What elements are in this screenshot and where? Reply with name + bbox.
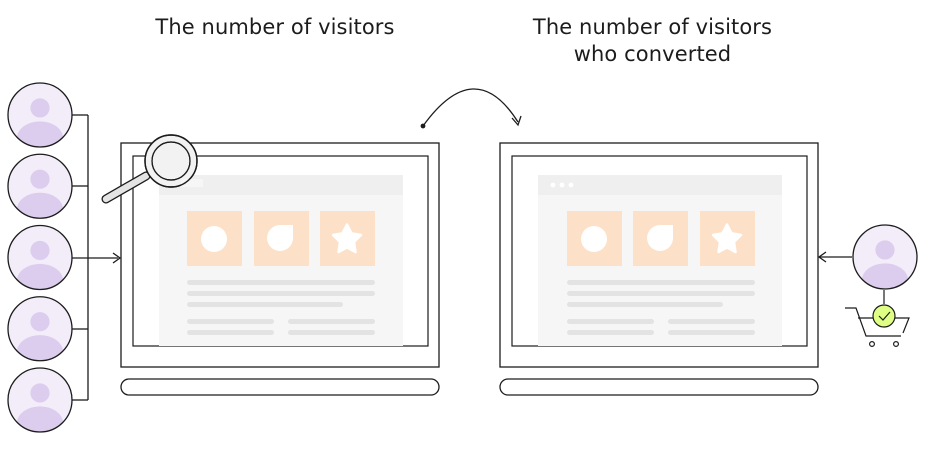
star-icon <box>711 223 743 254</box>
converted-visitor-list <box>852 224 918 290</box>
arrowhead-icon <box>112 252 122 264</box>
webpage-mockup <box>538 175 782 346</box>
window-dot <box>550 182 556 188</box>
person-avatar-icon <box>7 296 73 362</box>
leaf-icon <box>267 225 293 251</box>
person-avatar-icon <box>7 224 73 291</box>
person-avatar-icon <box>7 153 73 219</box>
person-avatar-icon <box>852 224 918 290</box>
arrowhead-icon <box>817 251 827 263</box>
visitors-heading: The number of visitors <box>155 15 395 39</box>
circle-icon <box>201 226 227 252</box>
window-dot <box>559 182 565 188</box>
converted-visitors-heading: The number of visitors who converted <box>480 14 825 68</box>
leaf-icon <box>647 225 673 251</box>
visitor-avatar-list <box>7 82 73 433</box>
person-avatar-icon <box>7 367 73 433</box>
star-icon <box>331 223 363 254</box>
visitor-connector <box>72 114 118 401</box>
converted-visitor-connector <box>817 251 885 304</box>
circle-icon <box>581 226 607 252</box>
curved-arrow-icon <box>420 88 522 129</box>
magnifier-icon <box>101 134 203 204</box>
person-avatar-icon <box>7 82 73 148</box>
converted-heading-line-1: The number of visitors <box>532 15 773 39</box>
converted-heading-line-2: who converted <box>573 42 732 66</box>
webpage-mockup <box>159 175 403 346</box>
left-monitor <box>101 134 440 396</box>
check-icon <box>872 304 896 328</box>
window-dot <box>568 182 574 188</box>
right-monitor <box>499 142 819 396</box>
